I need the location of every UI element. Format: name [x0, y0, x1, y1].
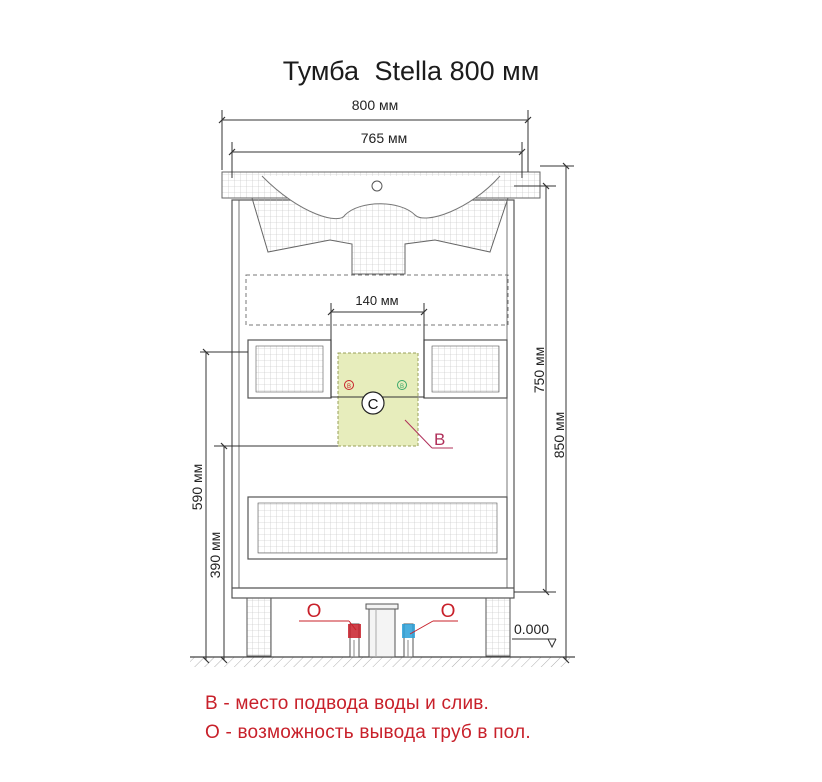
legend-b-line: B - место подвода воды и слив. — [205, 693, 490, 714]
drain-c-label: C — [368, 396, 379, 413]
title-size: 800 мм — [449, 56, 540, 86]
legend-o-line: O - возможность вывода труб в пол. — [205, 722, 531, 743]
cold-water-label: B — [400, 384, 404, 390]
diagram-title: Тумба Stella 800 мм — [0, 56, 822, 87]
hot-water-label: B — [347, 384, 351, 390]
upper-drawer-left — [247, 339, 332, 399]
dim-850-label: 850 мм — [551, 412, 567, 459]
leg-left — [246, 597, 272, 657]
dim-390 — [214, 442, 338, 664]
o-left-label: O — [307, 601, 322, 622]
drain-pipe — [365, 603, 399, 658]
upper-drawer-right — [423, 339, 508, 399]
dim-750-label: 750 мм — [531, 347, 547, 394]
dim-750 — [514, 182, 556, 596]
o-leaders — [299, 620, 458, 635]
o-right-label: O — [441, 601, 456, 622]
title-model: Stella — [374, 56, 443, 86]
b-zone-label: B — [434, 430, 445, 449]
floor — [190, 656, 575, 667]
bottom-drawer — [247, 496, 508, 560]
dim-590 — [200, 348, 248, 664]
floor-level-marker — [512, 638, 557, 649]
dim-765 — [228, 142, 526, 178]
leg-right — [485, 597, 511, 657]
connection-zone — [331, 352, 424, 447]
dim-800-label: 800 мм — [352, 97, 399, 113]
sink — [221, 171, 541, 275]
title-product: Тумба — [282, 56, 360, 86]
cold-pipe — [402, 623, 415, 658]
hot-pipe — [348, 623, 361, 658]
floor-level-label: 0.000 — [514, 621, 549, 637]
dim-140 — [327, 303, 428, 398]
dim-140-label: 140 мм — [355, 293, 398, 308]
dim-800 — [218, 110, 532, 172]
dim-590-label: 590 мм — [189, 464, 205, 511]
drawer-dashed-panel — [245, 274, 509, 326]
dim-850 — [540, 162, 574, 664]
dim-390-label: 390 мм — [207, 532, 223, 579]
dim-765-label: 765 мм — [361, 130, 408, 146]
b-leader — [404, 419, 453, 449]
